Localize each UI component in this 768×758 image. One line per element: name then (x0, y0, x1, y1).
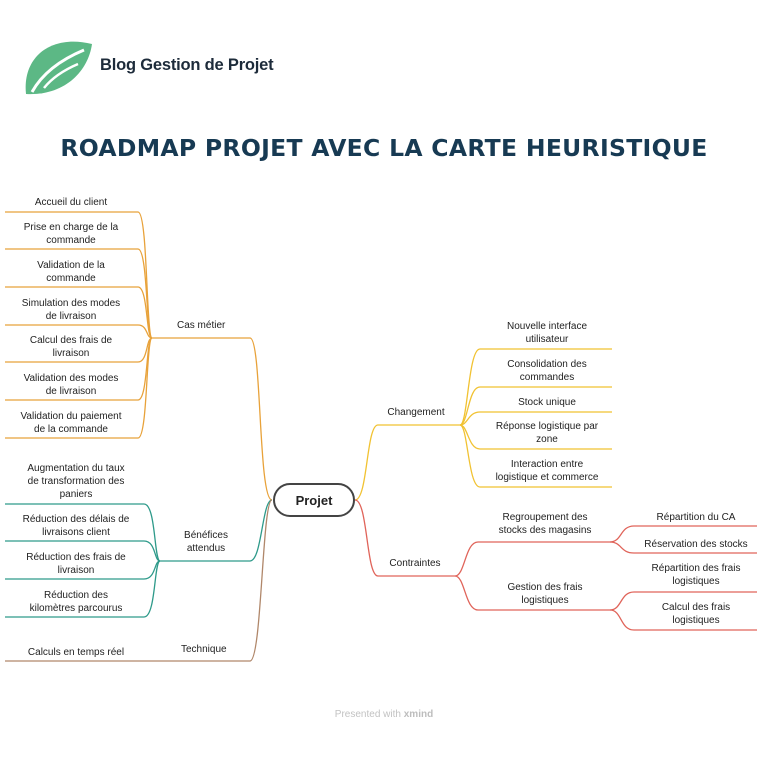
leaf-consolidation[interactable]: Consolidation des commandes (507, 359, 587, 383)
leaf-validation-modes[interactable]: Validation des modes de livraison (23, 373, 119, 397)
leaf-calculs-temps-reel[interactable]: Calculs en temps réel (27, 647, 125, 658)
cas-metier-connectors (5, 211, 273, 501)
page-title: ROADMAP PROJET AVEC LA CARTE HEURISTIQUE (60, 134, 708, 162)
leaf-calcul-frais-logistiques[interactable]: Calcul des frais logistiques (661, 602, 731, 626)
leaf-calcul-frais[interactable]: Calcul des frais de livraison (29, 335, 113, 359)
benefices-connectors (5, 499, 273, 618)
leaf-reservation-stocks[interactable]: Réservation des stocks (644, 539, 748, 550)
technique-connectors (5, 499, 273, 662)
leaf-reponse-logistique[interactable]: Réponse logistique par zone (495, 421, 599, 445)
leaf-repartition-frais[interactable]: Répartition des frais logistiques (651, 563, 741, 587)
blog-logo: Blog Gestion de Projet (22, 36, 322, 98)
leaf-validation-paiement[interactable]: Validation du paiement de la commande (20, 411, 122, 435)
root-node[interactable]: Projet (273, 483, 355, 517)
leaf-stock-unique[interactable]: Stock unique (518, 397, 576, 408)
sub-gestion-frais[interactable]: Gestion des frais logistiques (507, 582, 583, 606)
leaf-logo-icon (25, 41, 93, 95)
branch-changement[interactable]: Changement (387, 407, 445, 418)
branch-contraintes[interactable]: Contraintes (389, 558, 441, 569)
leaf-accueil-client[interactable]: Accueil du client (34, 197, 108, 208)
branch-cas-metier[interactable]: Cas métier (177, 320, 226, 331)
leaf-augmentation-taux[interactable]: Augmentation du taux de transformation d… (27, 463, 125, 500)
leaf-prise-en-charge[interactable]: Prise en charge de la commande (23, 222, 119, 246)
leaf-reduction-frais[interactable]: Réduction des frais de livraison (26, 552, 126, 576)
footer-watermark: Presented with xmind (0, 709, 768, 720)
leaf-interaction[interactable]: Interaction entre logistique et commerce (495, 459, 599, 483)
branch-technique[interactable]: Technique (181, 644, 227, 655)
leaf-reduction-km[interactable]: Réduction des kilomètres parcourus (29, 590, 123, 614)
leaf-simulation-modes[interactable]: Simulation des modes de livraison (21, 298, 121, 322)
sub-regroupement-stocks[interactable]: Regroupement des stocks des magasins (498, 512, 592, 536)
branch-benefices[interactable]: Bénéfices attendus (184, 530, 228, 554)
changement-connectors (354, 348, 612, 501)
footer-brand: xmind (403, 709, 434, 720)
leaf-repartition-ca[interactable]: Répartition du CA (656, 512, 736, 523)
footer-prefix: Presented with (334, 709, 401, 720)
leaf-validation-commande[interactable]: Validation de la commande (37, 260, 105, 284)
leaf-reduction-delais[interactable]: Réduction des délais de livraisons clien… (22, 514, 130, 538)
brand-name: Blog Gestion de Projet (100, 56, 274, 74)
leaf-nouvelle-interface[interactable]: Nouvelle interface utilisateur (506, 321, 588, 345)
contraintes-connectors (354, 499, 757, 631)
